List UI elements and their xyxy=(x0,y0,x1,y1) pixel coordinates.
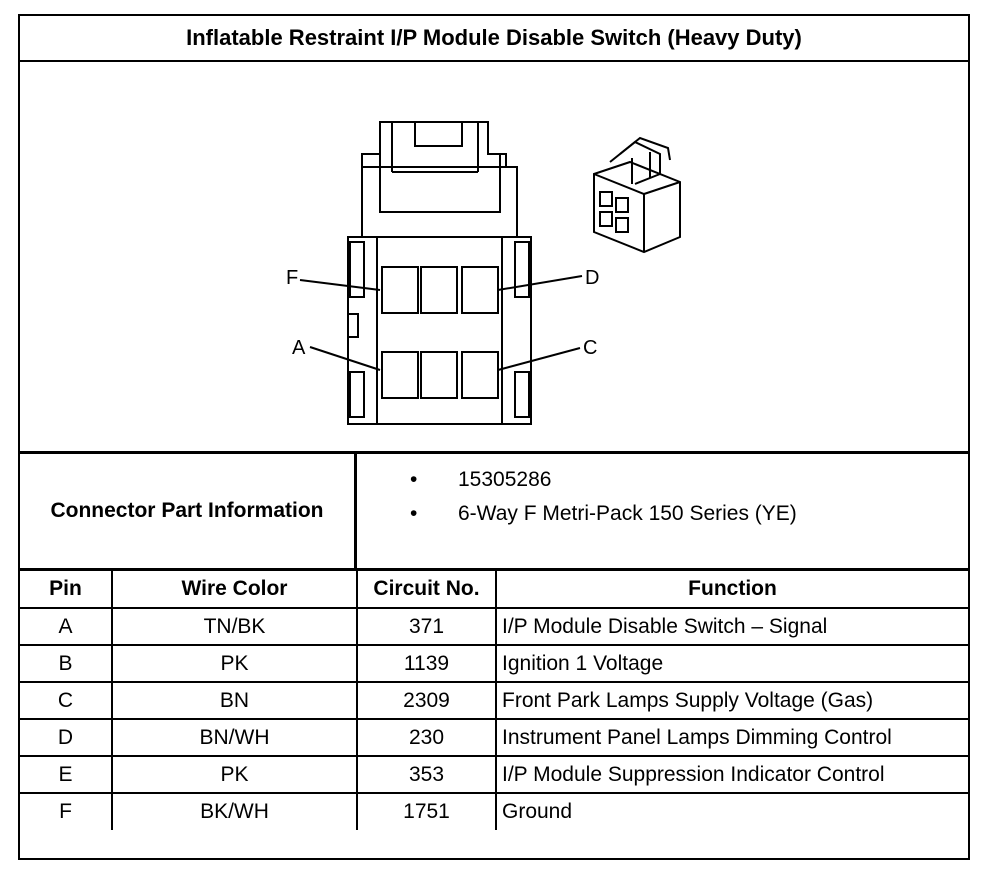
cell-circuit-no: 371 xyxy=(356,607,497,646)
cell-function: I/P Module Suppression Indicator Control xyxy=(495,755,968,794)
cell-wire-color: BN/WH xyxy=(111,718,358,757)
table-row: E PK 353 I/P Module Suppression Indicato… xyxy=(20,755,968,794)
cell-wire-color: PK xyxy=(111,755,358,794)
pin-label-a: A xyxy=(292,337,306,359)
table-row: C BN 2309 Front Park Lamps Supply Voltag… xyxy=(20,681,968,720)
header-wire-color: Wire Color xyxy=(111,571,358,609)
leader-f xyxy=(299,279,381,291)
connector-drawing: F D A C xyxy=(286,121,681,425)
leader-d xyxy=(497,275,583,291)
table-header-row: Pin Wire Color Circuit No. Function xyxy=(20,571,968,609)
cell-wire-color: BN xyxy=(111,681,358,720)
table-row: D BN/WH 230 Instrument Panel Lamps Dimmi… xyxy=(20,718,968,757)
bullet-icon: • xyxy=(410,468,418,491)
connector-series: 6-Way F Metri-Pack 150 Series (YE) xyxy=(458,502,797,525)
cell-function: Instrument Panel Lamps Dimming Control xyxy=(495,718,968,757)
bullet-icon: • xyxy=(410,502,418,525)
leader-c xyxy=(497,347,581,371)
connector-isometric-icon xyxy=(593,136,681,254)
cell-wire-color: PK xyxy=(111,644,358,683)
cell-function: I/P Module Disable Switch – Signal xyxy=(495,607,968,646)
cell-pin: A xyxy=(20,607,113,646)
part-number: 15305286 xyxy=(458,468,552,491)
table-row: F BK/WH 1751 Ground xyxy=(20,792,968,830)
connector-info-item: • 15305286 xyxy=(410,468,551,492)
header-circuit-no: Circuit No. xyxy=(356,571,497,609)
cell-pin: C xyxy=(20,681,113,720)
header-function: Function xyxy=(495,571,968,609)
cell-circuit-no: 353 xyxy=(356,755,497,794)
cell-function: Ignition 1 Voltage xyxy=(495,644,968,683)
pin-label-c: C xyxy=(583,337,597,359)
cell-pin: D xyxy=(20,718,113,757)
header-pin: Pin xyxy=(20,571,113,609)
connector-info-item: • 6-Way F Metri-Pack 150 Series (YE) xyxy=(410,502,797,526)
connector-info-label: Connector Part Information xyxy=(20,454,357,568)
document-title: Inflatable Restraint I/P Module Disable … xyxy=(20,16,968,62)
connector-info-list: • 15305286 • 6-Way F Metri-Pack 150 Seri… xyxy=(358,454,968,568)
cell-circuit-no: 1751 xyxy=(356,792,497,830)
leader-a xyxy=(309,346,381,371)
connector-part-info: Connector Part Information • 15305286 • … xyxy=(20,454,968,571)
connector-figure: F D A C xyxy=(20,62,968,454)
document-frame: Inflatable Restraint I/P Module Disable … xyxy=(18,14,970,860)
cell-wire-color: BK/WH xyxy=(111,792,358,830)
pin-table: Pin Wire Color Circuit No. Function A TN… xyxy=(20,571,968,830)
cell-wire-color: TN/BK xyxy=(111,607,358,646)
cell-pin: E xyxy=(20,755,113,794)
cell-pin: F xyxy=(20,792,113,830)
cell-pin: B xyxy=(20,644,113,683)
table-row: A TN/BK 371 I/P Module Disable Switch – … xyxy=(20,607,968,646)
cell-function: Ground xyxy=(495,792,968,830)
table-row: B PK 1139 Ignition 1 Voltage xyxy=(20,644,968,683)
pin-label-d: D xyxy=(585,267,599,289)
pin-label-f: F xyxy=(286,267,298,289)
cell-circuit-no: 1139 xyxy=(356,644,497,683)
cell-circuit-no: 230 xyxy=(356,718,497,757)
cell-function: Front Park Lamps Supply Voltage (Gas) xyxy=(495,681,968,720)
cell-circuit-no: 2309 xyxy=(356,681,497,720)
